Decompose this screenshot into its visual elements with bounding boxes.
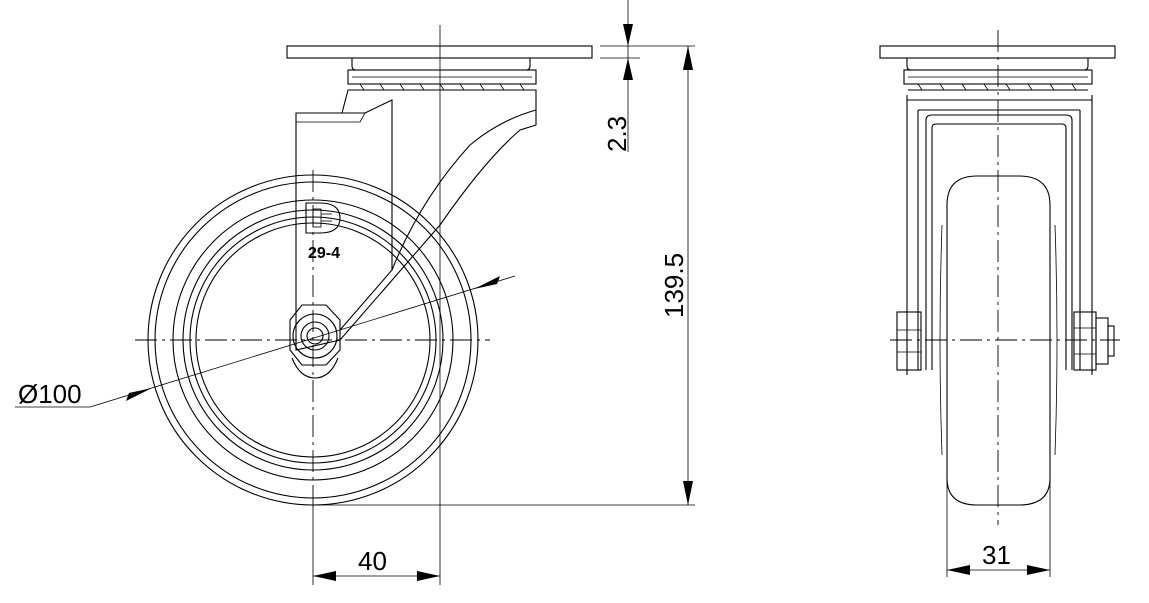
stamp-code: 29-4 (308, 245, 340, 262)
axle-side (896, 311, 1115, 371)
logo-stamp (305, 202, 341, 234)
offset-dimension: 40 (312, 505, 440, 585)
front-view: 29-4 Ø100 40 139.5 (15, 0, 695, 585)
height-label: 139.5 (659, 253, 689, 318)
offset-label: 40 (358, 546, 387, 576)
fork-side (906, 95, 1093, 375)
top-plate-side (879, 45, 1116, 91)
plate-thickness-label: 2.3 (602, 116, 632, 152)
diameter-label: Ø100 (18, 379, 82, 409)
height-dimension: 139.5 (313, 45, 695, 506)
wheel-side (939, 175, 1058, 506)
side-view: 31 (879, 30, 1120, 577)
top-plate-front (286, 45, 593, 91)
width-label: 31 (982, 540, 1011, 570)
width-dimension: 31 (946, 480, 1051, 577)
diameter-dimension: Ø100 (15, 275, 516, 409)
fork-front (289, 89, 537, 379)
plate-thickness-dimension: 2.3 (600, 0, 640, 152)
